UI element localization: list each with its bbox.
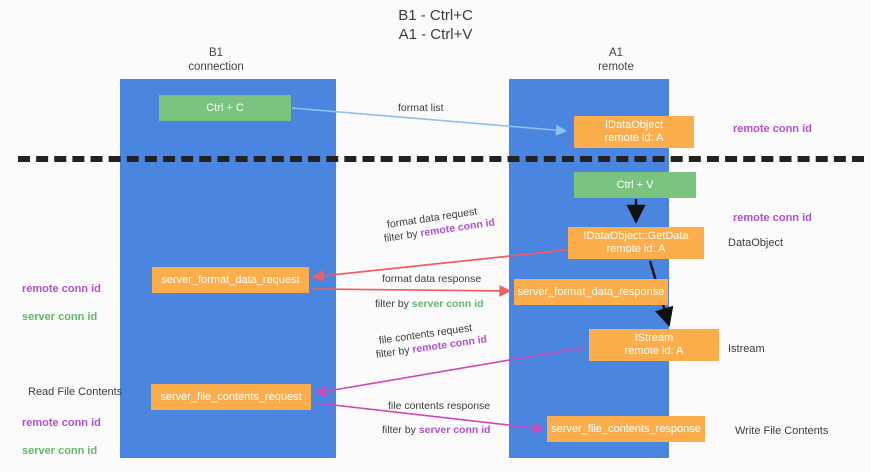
annotation-remote-conn-id: remote conn id: [22, 417, 101, 429]
annotation-conn-ids-mid: remote conn id server conn id: [22, 268, 101, 338]
edge-label-file-contents-response: file contents response: [388, 400, 491, 412]
edge-label-file-contents-response-filter: filter by server conn id: [382, 423, 491, 437]
edge-label-format-data-response: format data response: [382, 273, 482, 285]
node-idataobject[interactable]: IDataObject remote id: A: [574, 116, 694, 148]
annotation-write-file-contents: Write File Contents: [735, 425, 829, 437]
node-ctrl-c[interactable]: Ctrl + C: [159, 95, 291, 121]
column-header-a1: A1 remote: [598, 47, 634, 73]
annotation-read-file-contents: Read File Contents: [28, 386, 123, 398]
phase-divider: [18, 156, 864, 162]
node-server-file-contents-response[interactable]: server_file_contents_response: [547, 416, 705, 442]
annotation-remote-conn-id-mid: remote conn id: [733, 212, 812, 224]
edge-label-format-list: format list: [398, 102, 444, 114]
annotation-remote-conn-id-top: remote conn id: [733, 123, 812, 135]
annotation-remote-conn-id: remote conn id: [22, 283, 101, 295]
annotation-server-conn-id: server conn id: [22, 311, 98, 323]
filter-prefix: filter by: [383, 227, 422, 245]
annotation-conn-ids-bottom: remote conn id server conn id: [22, 402, 101, 472]
node-idataobject-getdata[interactable]: IDataObject::GetData remote id: A: [568, 227, 704, 259]
node-istream[interactable]: IStream remote id: A: [589, 329, 719, 361]
node-server-format-data-response[interactable]: server_format_data_response: [514, 279, 668, 305]
annotation-istream: Istream: [728, 343, 765, 355]
page-title: B1 - Ctrl+C A1 - Ctrl+V: [398, 7, 473, 43]
connector-format-data-response: [312, 284, 512, 297]
column-header-b1: B1 connection: [188, 47, 244, 73]
filter-key-server-conn-id: server conn id: [418, 424, 491, 436]
node-server-format-data-request[interactable]: server_format_data_request: [152, 267, 309, 293]
node-ctrl-v[interactable]: Ctrl + V: [574, 172, 696, 198]
node-server-file-contents-request[interactable]: server_file_contents_request: [151, 384, 311, 410]
annotation-server-conn-id: server conn id: [22, 445, 98, 457]
filter-key-server-conn-id: server conn id: [411, 298, 484, 310]
annotation-data-object: DataObject: [728, 237, 784, 249]
filter-prefix: filter by: [375, 298, 412, 310]
edge-label-format-data-response-filter: filter by server conn id: [375, 297, 484, 311]
filter-prefix: filter by: [382, 424, 419, 436]
filter-prefix: filter by: [375, 343, 414, 361]
